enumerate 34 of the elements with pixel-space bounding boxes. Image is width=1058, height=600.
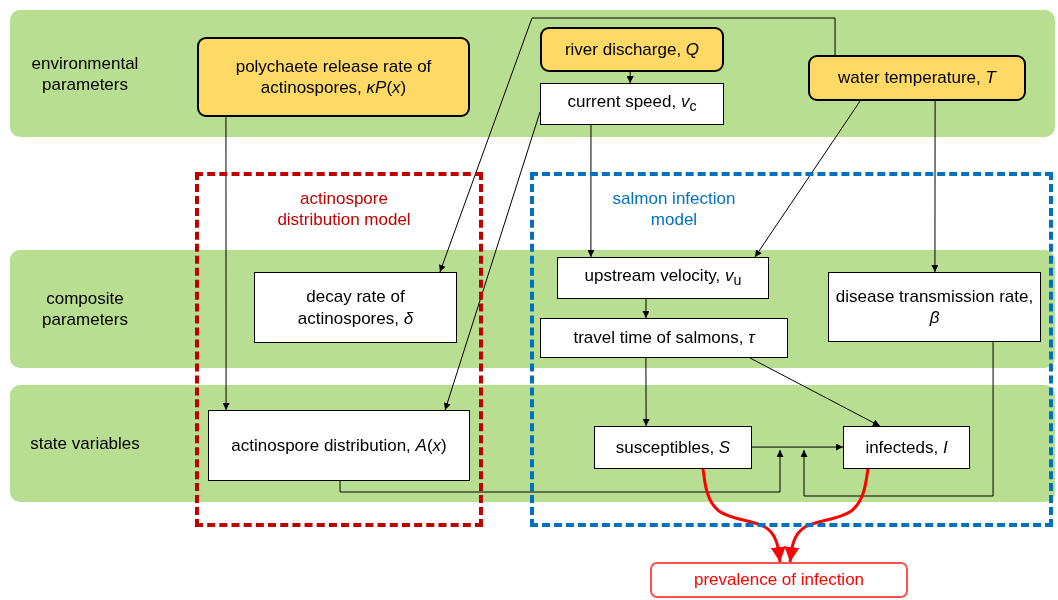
arrow (749, 357, 881, 427)
variable-box: susceptibles, S (594, 426, 752, 469)
band-label: environmental parameters (30, 52, 140, 95)
arrow (222, 116, 230, 411)
model-label: actinospore distribution model (276, 188, 412, 231)
dashed-model-frame (195, 172, 483, 527)
variable-box: infecteds, I (843, 426, 970, 469)
model-label: salmon infection model (611, 188, 737, 231)
variable-box: decay rate of actinospores, δ (254, 272, 457, 343)
arrow (931, 100, 939, 273)
variable-box: current speed, v$_{c}$ (540, 83, 724, 125)
arrow (701, 468, 786, 563)
feedback-arrow (800, 341, 994, 497)
band-label: state variables (29, 432, 141, 455)
arrow (626, 71, 634, 84)
feedback-arrow (339, 449, 784, 493)
parameter-box: water temperature, T (808, 55, 1026, 101)
arrow (751, 443, 844, 451)
arrow (642, 298, 650, 319)
arrow (642, 357, 650, 427)
arrow (754, 100, 861, 258)
variable-box: upstream velocity, v$_{u}$ (557, 257, 769, 299)
arrow (439, 17, 836, 273)
parameter-box: river discharge, Q (540, 27, 724, 72)
band-label: composite parameters (41, 287, 129, 331)
parameter-box: polychaete release rate of actinospores, κP(x) (197, 37, 470, 117)
variable-box: travel time of salmons, τ (540, 318, 788, 358)
outcome-box: prevalence of infection (650, 562, 908, 598)
dashed-model-frame (530, 172, 1053, 527)
variable-box: actinospore distribution, A(x) (208, 410, 470, 481)
arrow (784, 468, 870, 563)
arrow (443, 111, 541, 411)
variable-box: disease transmission rate, β (828, 272, 1041, 342)
arrow (587, 124, 595, 258)
